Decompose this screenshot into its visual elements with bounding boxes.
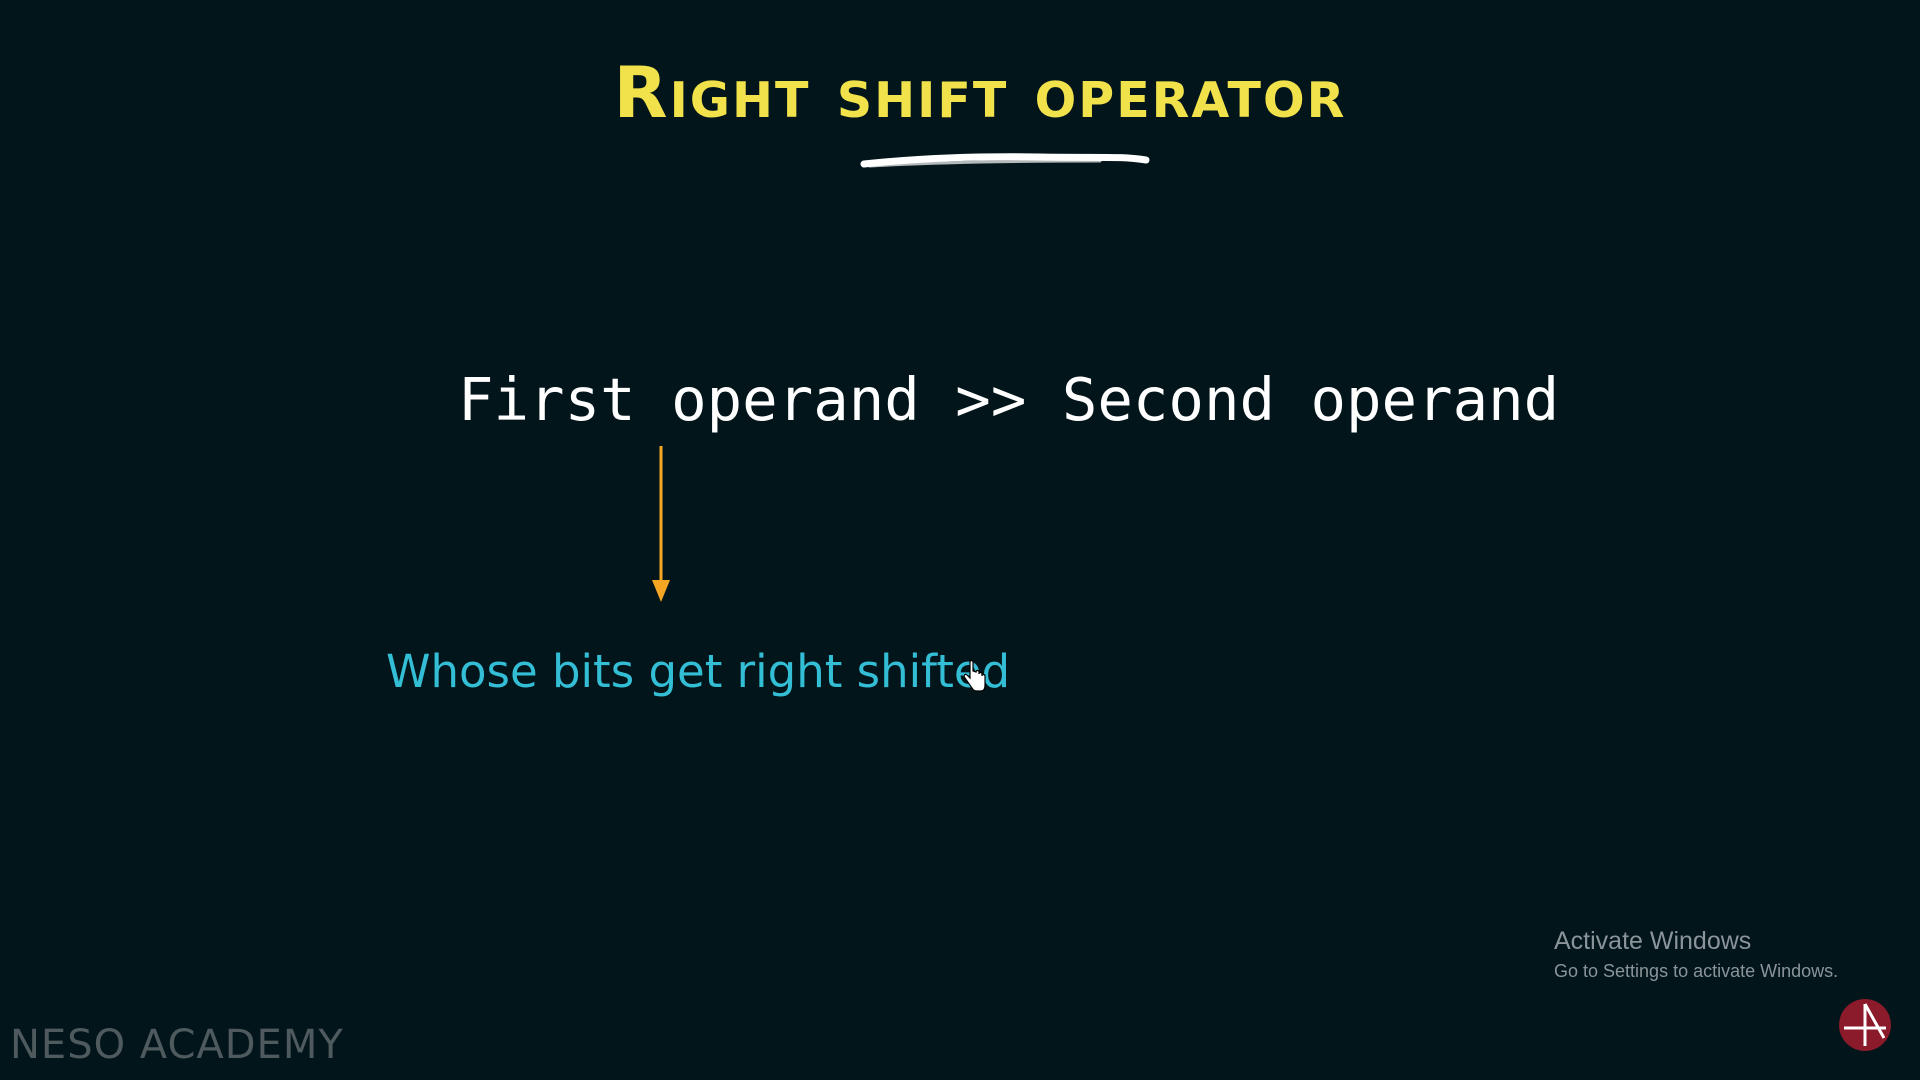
watermark-title: Activate Windows (1554, 927, 1752, 955)
activate-windows-watermark: Activate Windows Go to Settings to activ… (1554, 925, 1838, 985)
operator-expression: First operand >> Second operand (458, 365, 1560, 434)
first-operand-annotation: Whose bits get right shifted (386, 645, 1011, 698)
arrow-down-icon (652, 446, 670, 602)
neso-logo-icon (1839, 999, 1891, 1051)
brand-logo-text: NESO ACADEMY (10, 1022, 344, 1068)
slide-title: Right shift operator (613, 52, 1347, 134)
watermark-subtitle: Go to Settings to activate Windows. (1554, 961, 1839, 981)
title-underline (860, 153, 1150, 168)
hand-pointer-icon (964, 660, 986, 692)
